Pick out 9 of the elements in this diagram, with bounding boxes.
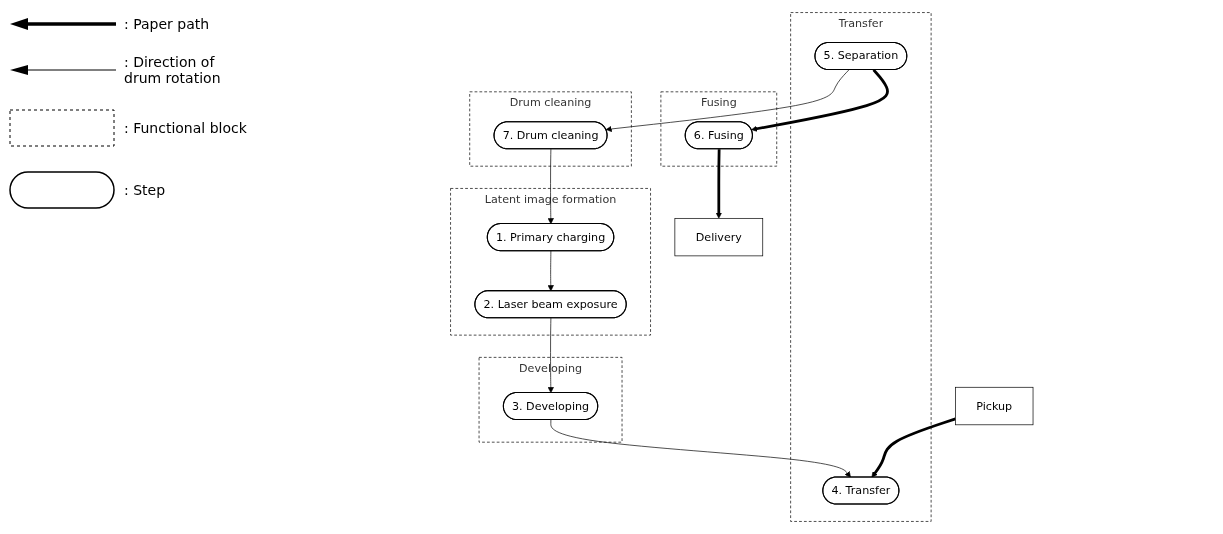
legend-text: : Direction of drum rotation: [124, 54, 222, 86]
arrow: [871, 417, 956, 478]
arrow: [750, 68, 889, 132]
arrow: [715, 149, 722, 219]
legend-text: : Paper path: [124, 16, 210, 32]
node-box: Pickup: [954, 386, 1034, 426]
node-box: Delivery: [674, 218, 763, 257]
legend-text: : Step: [124, 182, 166, 198]
legend-text: : Functional block: [124, 120, 247, 136]
